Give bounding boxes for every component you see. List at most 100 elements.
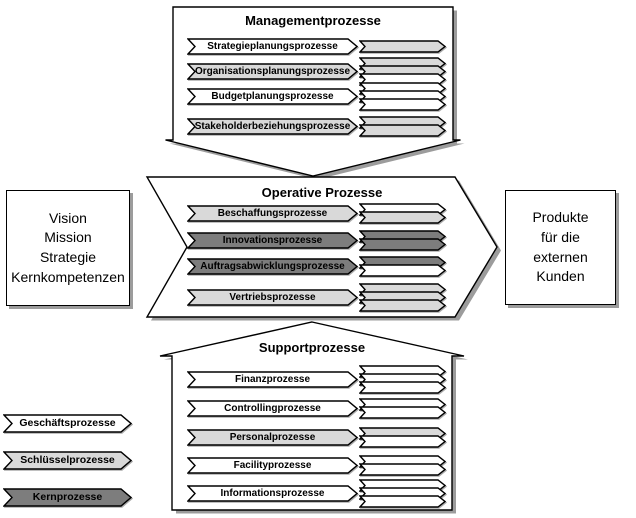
process-label: Vertriebsprozesse bbox=[229, 291, 316, 303]
vision-box-line: Strategie bbox=[39, 249, 97, 265]
flow-arrow-stack bbox=[359, 397, 446, 419]
chevron-arrow-icon bbox=[187, 37, 358, 55]
support-process-row: Controllingprozesse bbox=[187, 393, 446, 423]
flow-arrow-icon bbox=[359, 263, 446, 277]
process-arrow: Budgetplanungsprozesse bbox=[187, 87, 358, 105]
process-label: Finanzprozesse bbox=[234, 373, 311, 385]
process-label: Budgetplanungsprozesse bbox=[211, 90, 334, 102]
process-label: Strategieplanungsprozesse bbox=[207, 40, 338, 52]
support-process-row: Finanzprozesse bbox=[187, 364, 446, 394]
flow-arrow-stack bbox=[359, 478, 446, 508]
process-arrow: Stakeholderbeziehungsprozesse bbox=[187, 117, 358, 135]
flow-arrow-icon bbox=[359, 298, 446, 312]
chevron-arrow-icon bbox=[359, 298, 446, 312]
flow-arrow-icon bbox=[359, 380, 446, 394]
process-arrow: Innovationsprozesse bbox=[187, 231, 358, 249]
legend-arrow: Geschäftsprozesse bbox=[3, 413, 132, 433]
chevron-arrow-icon bbox=[359, 210, 446, 224]
process-arrow: Beschaffungsprozesse bbox=[187, 204, 358, 222]
legend-arrow: Schlüsselprozesse bbox=[3, 450, 132, 470]
flow-arrow-stack bbox=[359, 426, 446, 448]
process-arrow: Facilityprozesse bbox=[187, 456, 358, 474]
legend-arrow: Kernprozesse bbox=[3, 487, 132, 507]
chevron-arrow-icon bbox=[3, 450, 132, 470]
flow-arrow-icon bbox=[359, 405, 446, 419]
flow-arrow-stack bbox=[359, 115, 446, 137]
flow-arrow-stack bbox=[359, 454, 446, 476]
legend-item: Schlüsselprozesse bbox=[3, 450, 132, 470]
process-label: Organisationsplanungsprozesse bbox=[194, 65, 351, 77]
process-arrow: Vertriebsprozesse bbox=[187, 288, 358, 306]
flow-arrow-stack bbox=[359, 282, 446, 312]
chevron-arrow-icon bbox=[187, 231, 358, 249]
support-section-title: Supportprozesse bbox=[258, 340, 366, 355]
chevron-arrow-icon bbox=[187, 117, 358, 135]
chevron-arrow-icon bbox=[359, 405, 446, 419]
vision-box-line: Vision bbox=[49, 209, 87, 226]
flow-arrow-stack bbox=[359, 255, 446, 277]
legend-item: Geschäftsprozesse bbox=[3, 413, 132, 433]
products-box-line: für die bbox=[541, 228, 580, 245]
chevron-arrow-icon bbox=[359, 263, 446, 277]
chevron-arrow-icon bbox=[187, 456, 358, 474]
products-box-line: Kunden bbox=[536, 268, 585, 285]
flow-arrow-icon bbox=[359, 123, 446, 137]
process-label: Controllingprozesse bbox=[224, 402, 321, 414]
vision-mission-box: Vision Mission Strategie Kernkompetenzen bbox=[6, 190, 130, 306]
process-arrow: Informationsprozesse bbox=[187, 484, 358, 502]
chevron-arrow-icon bbox=[359, 494, 446, 508]
chevron-arrow-icon bbox=[359, 97, 446, 111]
flow-arrow-icon bbox=[359, 434, 446, 448]
management-process-row: Budgetplanungsprozesse bbox=[187, 81, 446, 111]
process-arrow: Strategieplanungsprozesse bbox=[187, 37, 358, 55]
chevron-arrow-icon bbox=[187, 370, 358, 388]
flow-arrow-icon bbox=[359, 462, 446, 476]
chevron-arrow-icon bbox=[187, 87, 358, 105]
flow-arrow-icon bbox=[359, 237, 446, 251]
products-box-line: externen bbox=[533, 248, 588, 265]
chevron-arrow-icon bbox=[187, 399, 358, 417]
process-arrow: Controllingprozesse bbox=[187, 399, 358, 417]
operative-section-title: Operative Prozesse bbox=[261, 185, 383, 200]
chevron-arrow-icon bbox=[187, 257, 358, 275]
process-label: Schlüsselprozesse bbox=[20, 454, 115, 466]
chevron-arrow-icon bbox=[359, 434, 446, 448]
flow-arrow-icon bbox=[359, 39, 446, 53]
flow-arrow-stack bbox=[359, 81, 446, 111]
vision-box-line: Mission bbox=[44, 229, 92, 246]
legend-item: Kernprozesse bbox=[3, 487, 132, 507]
flow-arrow-stack bbox=[359, 364, 446, 394]
chevron-arrow-icon bbox=[359, 462, 446, 476]
process-label: Kernprozesse bbox=[32, 491, 103, 503]
operative-process-row: Beschaffungsprozesse bbox=[187, 198, 446, 228]
process-arrow: Personalprozesse bbox=[187, 428, 358, 446]
process-arrow: Auftragsabwicklungsprozesse bbox=[187, 257, 358, 275]
flow-arrow-icon bbox=[359, 97, 446, 111]
chevron-arrow-icon bbox=[359, 39, 446, 53]
chevron-arrow-icon bbox=[3, 487, 132, 507]
flow-arrow-stack bbox=[359, 39, 446, 53]
process-label: Auftragsabwicklungsprozesse bbox=[200, 260, 345, 272]
chevron-arrow-icon bbox=[359, 123, 446, 137]
support-process-row: Informationsprozesse bbox=[187, 478, 446, 508]
products-box-line: Produkte bbox=[532, 209, 589, 226]
chevron-arrow-icon bbox=[359, 237, 446, 251]
management-process-row: Stakeholderbeziehungsprozesse bbox=[187, 111, 446, 141]
chevron-arrow-icon bbox=[187, 428, 358, 446]
management-process-row: Organisationsplanungsprozesse bbox=[187, 56, 446, 86]
operative-process-row: Innovationsprozesse bbox=[187, 225, 446, 255]
process-label: Personalprozesse bbox=[229, 431, 316, 443]
chevron-arrow-icon bbox=[187, 204, 358, 222]
process-label: Stakeholderbeziehungsprozesse bbox=[194, 120, 351, 132]
chevron-arrow-icon bbox=[187, 484, 358, 502]
chevron-arrow-icon bbox=[3, 413, 132, 433]
operative-process-row: Vertriebsprozesse bbox=[187, 282, 446, 312]
flow-arrow-stack bbox=[359, 202, 446, 224]
flow-arrow-stack bbox=[359, 56, 446, 86]
process-label: Beschaffungsprozesse bbox=[217, 207, 328, 219]
products-customers-box: Produkte für die externen Kunden bbox=[505, 190, 616, 305]
operative-process-row: Auftragsabwicklungsprozesse bbox=[187, 251, 446, 281]
flow-arrow-icon bbox=[359, 210, 446, 224]
process-label: Facilityprozesse bbox=[233, 459, 312, 471]
